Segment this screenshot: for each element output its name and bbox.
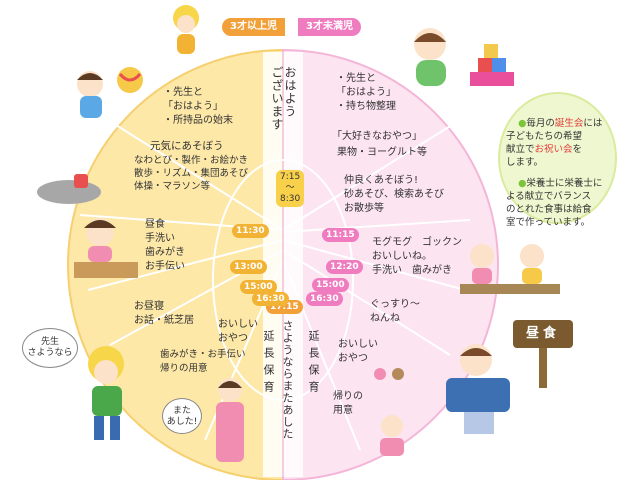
sleeping-child-icon	[446, 344, 510, 434]
note-birthday-c: には 子どもたちの希望 献立で	[506, 118, 603, 155]
older-home-prep: 歯みがき・お手伝い 帰りの用意	[160, 349, 246, 374]
older-snack: おいしい おやつ	[218, 319, 258, 344]
sandbox-icon	[37, 174, 101, 204]
wooden-sign-icon	[539, 348, 547, 388]
note-nutrition: ●栄養士に栄養士に よる献立でバランス のとれた食事は給食 室で作っています。	[506, 164, 602, 242]
younger-time-1: 11:15	[322, 228, 359, 242]
younger-half-outer	[282, 48, 499, 480]
younger-time-2: 12:20	[326, 260, 363, 274]
note-birthday-b: 誕生会	[554, 118, 584, 129]
child-helmet-icon	[173, 5, 199, 54]
older-morning: ・先生と 「おはよう」 ・所持品の始末	[163, 87, 233, 126]
child-ball-icon	[77, 67, 143, 118]
older-nap: お昼寝 お話・紙芝居	[134, 301, 194, 326]
candy-icon	[374, 368, 404, 380]
younger-time-3: 15:00	[312, 278, 349, 292]
bullet-icon: ●	[518, 178, 527, 189]
note-birthday-a: 毎月の	[526, 118, 555, 129]
older-time-4: 16:30	[252, 292, 289, 306]
note-birthday: ●毎月の誕生会には 子どもたちの希望 献立でお祝い会を します。	[506, 104, 602, 182]
younger-snack-title: 「大好きなおやつ」	[332, 131, 422, 142]
younger-nap: ぐっすり〜 ねんね	[370, 299, 420, 324]
notes-bubble	[498, 92, 617, 224]
younger-lunch: モグモグ ゴックン おいしいね。 手洗い 歯みがき	[372, 237, 462, 276]
older-lunch: 昼食 手洗い 歯みがき お手伝い	[145, 219, 185, 272]
child-lunch-icon	[74, 218, 138, 278]
child-apron-icon	[216, 378, 244, 462]
note-nutrition-text: 栄養士に栄養士に よる献立でバランス のとれた食事は給食 室で作っています。	[506, 178, 603, 228]
bubble-goodbye: 先生 さようなら	[22, 328, 78, 368]
note-birthday-e: を します。	[506, 144, 583, 168]
younger-morning: ・先生と 「おはよう」 ・持ち物整理	[336, 73, 396, 112]
older-extended: 延長保育	[262, 330, 275, 398]
older-time-3: 15:00	[240, 280, 277, 294]
older-activities-title: 元気にあそぼう	[150, 140, 224, 152]
note-birthday-d: お祝い会	[534, 144, 573, 155]
bubble-see-you: また あした!	[162, 398, 202, 434]
older-time-2: 13:00	[230, 260, 267, 274]
younger-extended: 延長保育	[307, 330, 320, 398]
younger-time-4: 16:30	[306, 292, 343, 306]
goodbye-text: さようならまたあした	[281, 320, 294, 440]
younger-play: 仲良くあそぼう! 砂あそび、検索あそび お散歩等	[344, 175, 444, 214]
child-goodbye-icon	[88, 346, 124, 440]
children-eating-icon	[460, 244, 560, 294]
greeting: おはよう ございます	[270, 66, 297, 131]
older-activities: なわとび・製作・お絵かき 散歩・リズム・集団あそび 体操・マラソン等	[134, 155, 249, 192]
older-label: 3才以上児	[222, 18, 285, 36]
baby-blocks-icon	[414, 28, 514, 86]
younger-snack-items: 果物・ヨーグルト等	[337, 147, 427, 158]
younger-label: 3才未満児	[298, 18, 361, 36]
younger-snack: おいしい おやつ	[338, 339, 378, 364]
child-snack-icon	[380, 415, 404, 456]
older-time-1: 11:30	[232, 224, 269, 238]
arrival-time: 7:15 〜 8:30	[276, 170, 305, 207]
lunch-sign: 昼食	[513, 320, 573, 348]
younger-home-prep: 帰りの 用意	[333, 391, 363, 416]
bullet-icon: ●	[518, 118, 527, 129]
